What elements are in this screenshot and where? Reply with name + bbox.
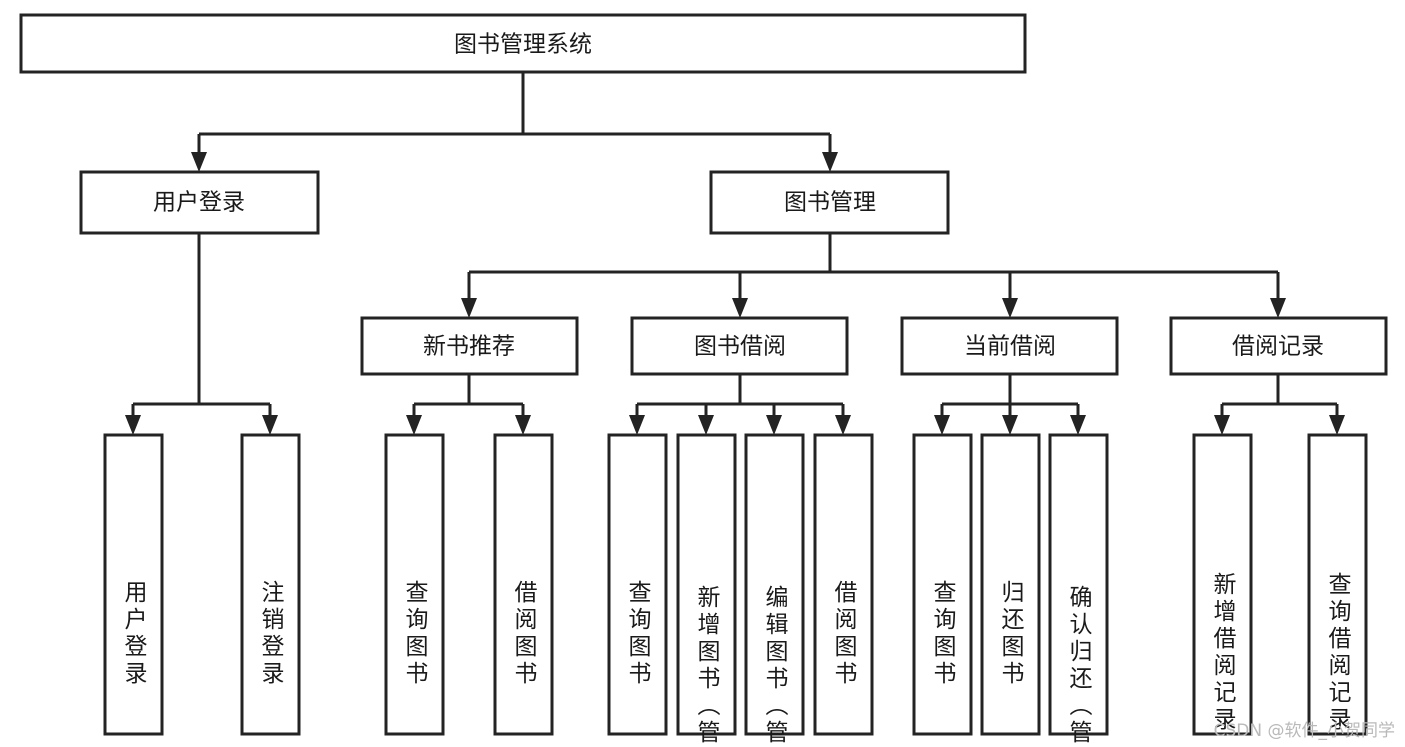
node-label: 借阅图书 — [830, 580, 858, 688]
node-box — [19, 13, 1027, 74]
node-box — [384, 433, 445, 736]
node-box — [79, 170, 320, 235]
node-book-management[interactable]: 图书管理 — [709, 170, 950, 235]
node-label: 图书管理 — [784, 190, 876, 216]
node-leaf-query-book-newbook[interactable]: 查询图书 — [384, 433, 445, 736]
arrow-current-leaf-3 — [1070, 415, 1086, 435]
node-leaf-query-borrow-record[interactable]: 查询借阅记录 — [1307, 433, 1368, 736]
node-borrowing-record[interactable]: 借阅记录 — [1169, 316, 1388, 376]
node-leaf-query-book-borrow[interactable]: 查询图书 — [607, 433, 668, 736]
node-label: 编辑图书（管理员） — [761, 585, 789, 747]
node-label: 用户登录 — [120, 580, 148, 688]
node-box — [912, 433, 973, 736]
node-label: 新增借阅记录 — [1209, 572, 1237, 734]
node-box — [240, 433, 301, 736]
node-label: 借阅图书 — [510, 580, 538, 688]
arrow-record-leaf-1 — [1214, 415, 1230, 435]
node-leaf-borrow-book-borrow[interactable]: 借阅图书 — [813, 433, 874, 736]
arrow-user-login-leaf-1 — [125, 415, 141, 435]
node-leaf-logout[interactable]: 注销登录 — [240, 433, 301, 736]
arrow-book-mgmt-to-borrow — [732, 298, 748, 318]
arrow-current-leaf-1 — [934, 415, 950, 435]
node-label: 确认归还（管理员） — [1065, 585, 1093, 747]
node-label: 查询图书 — [624, 580, 652, 688]
arrow-new-book-leaf-2 — [515, 415, 531, 435]
node-leaf-borrow-book-newbook[interactable]: 借阅图书 — [493, 433, 554, 736]
node-leaf-query-book-current[interactable]: 查询图书 — [912, 433, 973, 736]
node-leaf-confirm-return-admin[interactable]: 确认归还（管理员） — [1048, 433, 1109, 747]
node-label: 当前借阅 — [964, 334, 1056, 360]
node-book-borrowing[interactable]: 图书借阅 — [630, 316, 849, 376]
arrow-root-to-book-mgmt — [822, 152, 838, 172]
node-label: 查询借阅记录 — [1324, 572, 1352, 734]
arrow-record-leaf-2 — [1329, 415, 1345, 435]
node-leaf-return-book[interactable]: 归还图书 — [980, 433, 1041, 736]
node-box — [813, 433, 874, 736]
arrow-borrow-leaf-4 — [835, 415, 851, 435]
node-leaf-add-borrow-record[interactable]: 新增借阅记录 — [1192, 433, 1253, 736]
node-box — [630, 316, 849, 376]
node-label: 用户登录 — [153, 190, 245, 216]
node-box — [1048, 433, 1109, 736]
node-leaf-edit-book-admin[interactable]: 编辑图书（管理员） — [744, 433, 805, 747]
arrow-current-leaf-2 — [1002, 415, 1018, 435]
node-current-borrowing[interactable]: 当前借阅 — [900, 316, 1119, 376]
node-label: 新书推荐 — [423, 334, 515, 360]
node-box — [103, 433, 164, 736]
arrow-book-mgmt-to-current — [1002, 298, 1018, 318]
node-box — [709, 170, 950, 235]
node-label: 查询图书 — [401, 580, 429, 688]
node-root-book-management-system[interactable]: 图书管理系统 — [19, 13, 1027, 74]
node-label: 图书管理系统 — [454, 32, 592, 58]
node-new-book-recommendation[interactable]: 新书推荐 — [360, 316, 579, 376]
node-label: 图书借阅 — [694, 334, 786, 360]
arrow-new-book-leaf-1 — [406, 415, 422, 435]
node-box — [900, 316, 1119, 376]
node-label: 查询图书 — [929, 580, 957, 688]
node-label: 新增图书（管理员） — [693, 585, 721, 747]
node-label: 借阅记录 — [1232, 334, 1324, 360]
arrow-borrow-leaf-1 — [629, 415, 645, 435]
node-box — [1192, 433, 1253, 736]
node-label: 归还图书 — [997, 580, 1025, 688]
edges-layer — [125, 72, 1345, 435]
node-box — [1307, 433, 1368, 736]
arrow-root-to-user-login — [191, 152, 207, 172]
arrow-borrow-leaf-3 — [766, 415, 782, 435]
node-box — [676, 433, 737, 736]
node-box — [607, 433, 668, 736]
node-leaf-user-login[interactable]: 用户登录 — [103, 433, 164, 736]
node-label: 注销登录 — [257, 580, 285, 688]
node-box — [493, 433, 554, 736]
arrow-user-login-leaf-2 — [262, 415, 278, 435]
arrow-book-mgmt-to-new-book — [461, 298, 477, 318]
node-box — [744, 433, 805, 736]
node-box — [980, 433, 1041, 736]
node-leaf-add-book-admin[interactable]: 新增图书（管理员） — [676, 433, 737, 747]
node-box — [1169, 316, 1388, 376]
node-box — [360, 316, 579, 376]
node-user-login[interactable]: 用户登录 — [79, 170, 320, 235]
arrow-borrow-leaf-2 — [698, 415, 714, 435]
arrow-book-mgmt-to-record — [1270, 298, 1286, 318]
